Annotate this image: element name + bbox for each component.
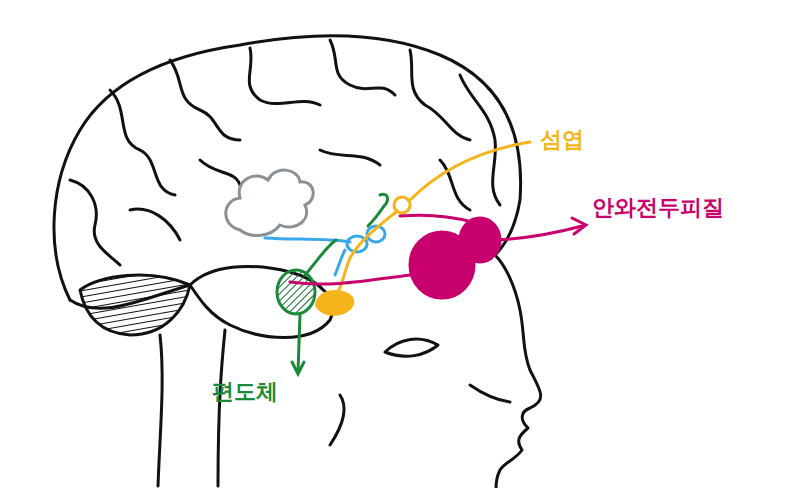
gyrus (330, 40, 395, 95)
magenta-tract (400, 215, 472, 222)
nose-line (470, 385, 510, 402)
arrowhead (572, 218, 586, 234)
leader-line (498, 226, 582, 240)
amygdala-label: 편도체 (212, 380, 278, 404)
leader-line (410, 142, 530, 200)
gyrus (130, 209, 180, 240)
gyrus (249, 48, 320, 105)
orbitofrontal-label: 안와전두피질 (592, 196, 724, 220)
gyrus (70, 180, 120, 265)
insula (317, 292, 353, 315)
magenta-tract (290, 275, 410, 284)
eye (385, 339, 438, 356)
green-tract (305, 240, 336, 275)
gyrus (460, 75, 500, 205)
face-profile (495, 255, 541, 488)
gyrus (410, 50, 470, 140)
cerebellum (80, 275, 190, 335)
gyrus (110, 90, 175, 195)
leader-line (298, 314, 300, 372)
neck (158, 335, 162, 486)
gyrus (200, 160, 240, 185)
insula-label: 섬엽 (540, 128, 584, 152)
temporal-lobe (70, 266, 333, 337)
orbitofrontal (460, 218, 500, 262)
grey-structure (226, 170, 313, 235)
arrowhead (292, 362, 304, 374)
neck (218, 330, 225, 486)
ear (330, 395, 344, 445)
gyrus (170, 60, 240, 140)
amygdala (277, 270, 315, 314)
gyrus (320, 150, 380, 165)
blue-tract (335, 250, 345, 275)
